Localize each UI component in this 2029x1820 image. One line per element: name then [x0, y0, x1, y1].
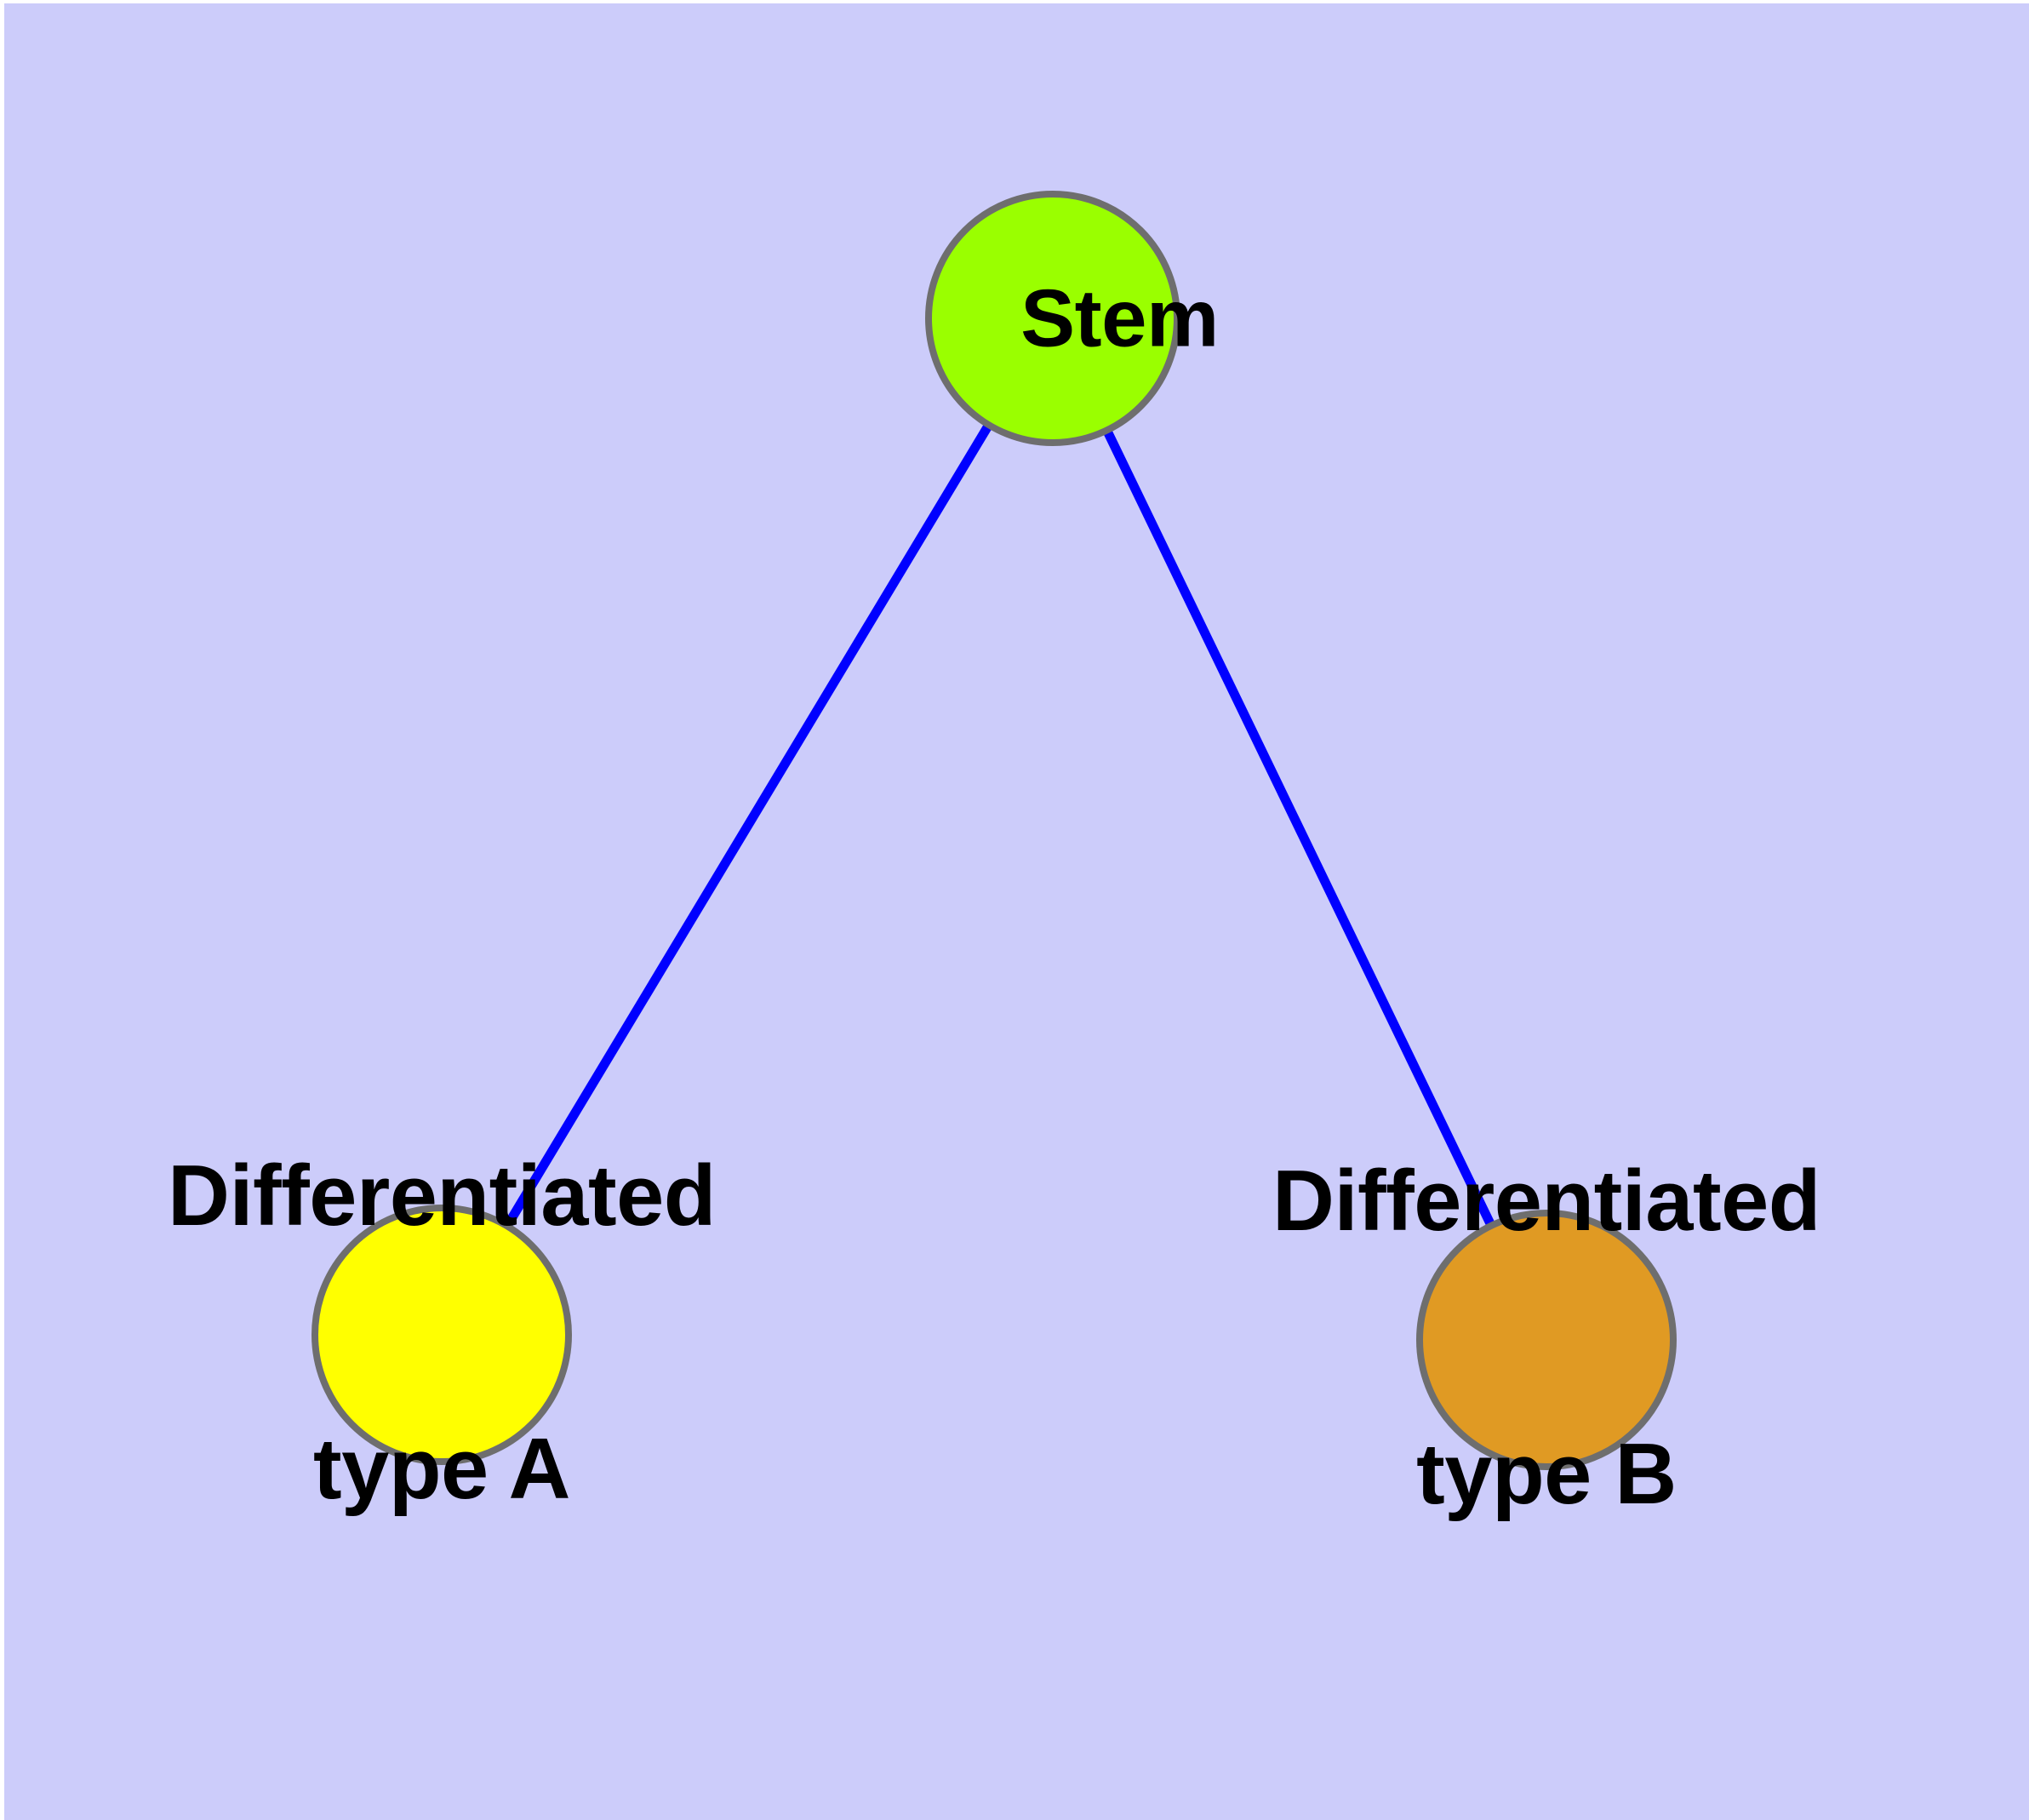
diagram-plot-area: Stem Differentiated type A Differentiate… — [4, 3, 2029, 1820]
graph-svg — [311, 191, 1677, 1470]
node-diff-b-circle[interactable] — [1416, 1210, 1677, 1470]
edge-stem-to-diff-b — [1049, 316, 1551, 1342]
edge-layer — [437, 316, 1551, 1342]
node-stem-circle[interactable] — [925, 191, 1180, 446]
node-layer — [311, 191, 1677, 1470]
node-diff-a-circle[interactable] — [311, 1205, 572, 1465]
edge-stem-to-diff-a — [437, 316, 1057, 1337]
